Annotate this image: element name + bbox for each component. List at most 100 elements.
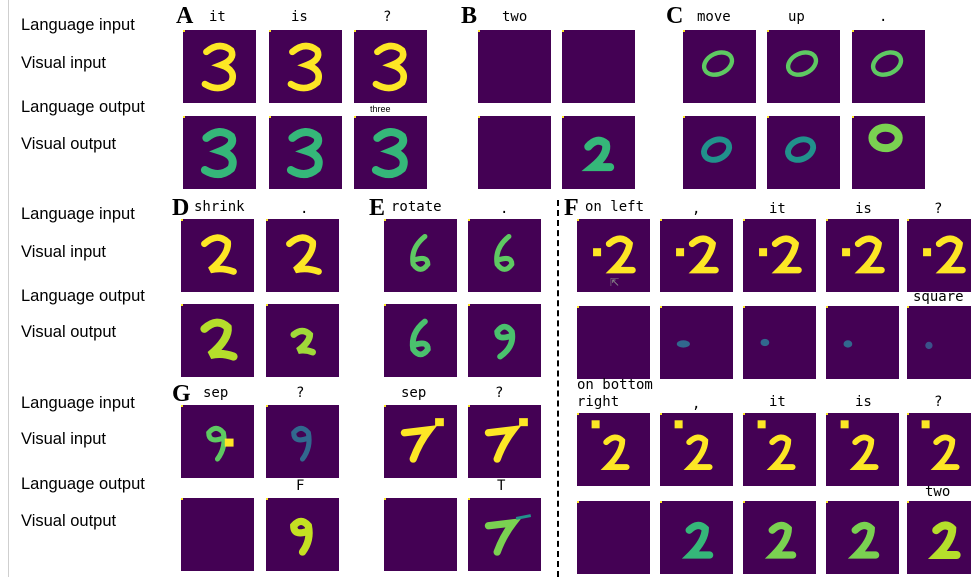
digit-image-seven-square bbox=[384, 405, 457, 478]
digit-output-two bbox=[562, 116, 635, 189]
label-visual-output: Visual output bbox=[21, 135, 116, 154]
word: it bbox=[209, 9, 226, 25]
word: shrink bbox=[194, 199, 245, 215]
word: move bbox=[697, 9, 731, 25]
output-word: square bbox=[913, 289, 964, 305]
word: , bbox=[692, 396, 700, 412]
word: . bbox=[300, 201, 308, 217]
digit-output-seven bbox=[468, 498, 541, 571]
blank-image bbox=[384, 498, 457, 571]
output-word: three bbox=[370, 104, 391, 114]
word: , bbox=[692, 201, 700, 217]
word: it bbox=[769, 394, 786, 410]
word: two bbox=[502, 9, 527, 25]
label-language-output: Language output bbox=[21, 287, 145, 306]
word: ? bbox=[296, 385, 304, 401]
blank-image bbox=[181, 498, 254, 571]
word: right bbox=[577, 394, 619, 410]
label-language-input: Language input bbox=[21, 205, 135, 224]
panel-letter-b: B bbox=[461, 4, 477, 28]
label-visual-input: Visual input bbox=[21, 243, 106, 262]
word: it bbox=[769, 201, 786, 217]
word: ? bbox=[934, 394, 942, 410]
digit-output-zero bbox=[852, 116, 925, 189]
blank-image bbox=[577, 501, 650, 574]
word: ? bbox=[934, 201, 942, 217]
dashed-separator bbox=[557, 200, 559, 577]
digit-image-zero bbox=[852, 30, 925, 103]
word: ? bbox=[383, 9, 391, 25]
digit-output-three bbox=[183, 116, 256, 189]
digit-image-three bbox=[183, 30, 256, 103]
word: rotate bbox=[391, 199, 442, 215]
digit-output-zero bbox=[767, 116, 840, 189]
digit-image-two bbox=[266, 219, 339, 292]
word: sep bbox=[203, 385, 228, 401]
digit-output-nine bbox=[468, 304, 541, 377]
output-word: T bbox=[497, 478, 505, 494]
digit-image-two-square bbox=[743, 219, 816, 292]
digit-output-two bbox=[181, 304, 254, 377]
digit-output-two bbox=[743, 501, 816, 574]
digit-output-two-small bbox=[266, 304, 339, 377]
output-word: F bbox=[296, 478, 304, 494]
blank-image bbox=[562, 30, 635, 103]
word: on left bbox=[585, 199, 644, 215]
digit-image-two-square bbox=[743, 413, 816, 486]
digit-output-two bbox=[907, 501, 971, 574]
label-visual-output: Visual output bbox=[21, 323, 116, 342]
digit-image-two-square bbox=[660, 219, 733, 292]
digit-image-nine bbox=[266, 405, 339, 478]
digit-image-six bbox=[384, 219, 457, 292]
digit-image-two-square bbox=[577, 413, 650, 486]
blob-output bbox=[826, 306, 899, 379]
digit-output-two bbox=[826, 501, 899, 574]
panel-letter-a: A bbox=[176, 4, 193, 28]
digit-output-three bbox=[269, 116, 342, 189]
label-language-output: Language output bbox=[21, 98, 145, 117]
digit-image-two-square bbox=[660, 413, 733, 486]
label-visual-output: Visual output bbox=[21, 512, 116, 531]
digit-image-two-square bbox=[907, 413, 971, 486]
digit-output-nine bbox=[266, 498, 339, 571]
word: is bbox=[855, 394, 872, 410]
blob-output bbox=[660, 306, 733, 379]
word: on bottom bbox=[577, 377, 653, 393]
word: is bbox=[291, 9, 308, 25]
label-language-output: Language output bbox=[21, 475, 145, 494]
digit-image-three bbox=[269, 30, 342, 103]
digit-image-three bbox=[354, 30, 427, 103]
digit-image-zero bbox=[767, 30, 840, 103]
blank-image bbox=[478, 116, 551, 189]
word: ? bbox=[495, 385, 503, 401]
blob-output bbox=[907, 306, 971, 379]
digit-image-six bbox=[468, 219, 541, 292]
panel-letter-g: G bbox=[172, 382, 191, 406]
digit-output-two bbox=[660, 501, 733, 574]
digit-image-two-square bbox=[826, 413, 899, 486]
panel-letter-c: C bbox=[666, 4, 683, 28]
panel-letter-d: D bbox=[172, 196, 189, 220]
digit-output-three bbox=[354, 116, 427, 189]
blob-output bbox=[743, 306, 816, 379]
digit-output-six bbox=[384, 304, 457, 377]
digit-image-nine-square bbox=[181, 405, 254, 478]
label-language-input: Language input bbox=[21, 394, 135, 413]
word: sep bbox=[401, 385, 426, 401]
output-word: two bbox=[925, 484, 950, 500]
digit-output-zero bbox=[683, 116, 756, 189]
panel-letter-f: F bbox=[564, 196, 579, 220]
digit-image-zero bbox=[683, 30, 756, 103]
panel-letter-e: E bbox=[369, 196, 385, 220]
digit-image-seven-square bbox=[468, 405, 541, 478]
digit-image-two-square bbox=[907, 219, 971, 292]
word: . bbox=[879, 9, 887, 25]
digit-image-two-square bbox=[826, 219, 899, 292]
label-visual-input: Visual input bbox=[21, 430, 106, 449]
blank-image bbox=[478, 30, 551, 103]
left-border bbox=[8, 0, 9, 577]
digit-image-two bbox=[181, 219, 254, 292]
word: is bbox=[855, 201, 872, 217]
word: . bbox=[500, 201, 508, 217]
word: up bbox=[788, 9, 805, 25]
